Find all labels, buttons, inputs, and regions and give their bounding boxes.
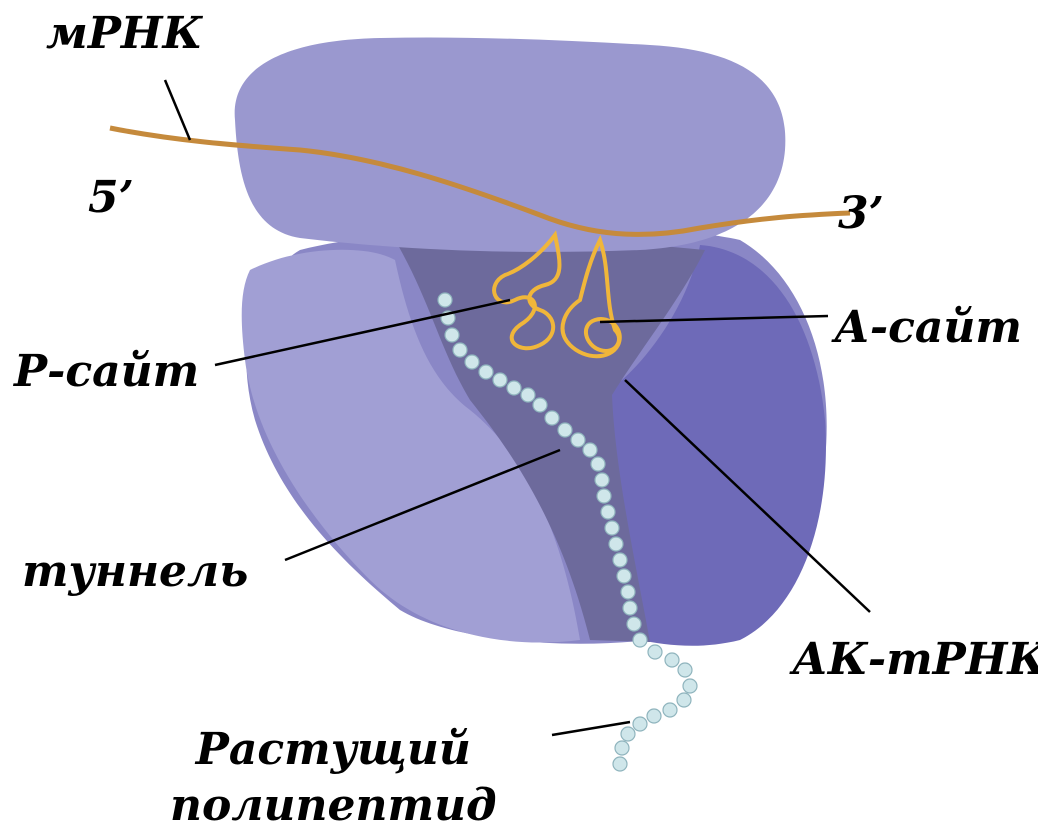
amino-acid-bead [678, 663, 692, 677]
amino-acid-bead [601, 505, 615, 519]
amino-acid-bead [533, 398, 547, 412]
mrna-label: мРНК [40, 10, 209, 58]
amino-acid-bead [507, 381, 521, 395]
polypeptide-label-line2: полипептид [170, 778, 497, 834]
three-prime-label: 3’ [838, 192, 884, 236]
polypeptide-label-line1: Растущий [170, 722, 497, 778]
leader-polypeptide [552, 722, 630, 735]
amino-acid-bead [617, 569, 631, 583]
amino-acid-bead [648, 645, 662, 659]
amino-acid-bead [605, 521, 619, 535]
amino-acid-bead [665, 653, 679, 667]
amino-acid-bead [623, 601, 637, 615]
amino-acid-bead [545, 411, 559, 425]
amino-acid-bead [453, 343, 467, 357]
amino-acid-bead [571, 433, 585, 447]
amino-acid-bead [445, 328, 459, 342]
polypeptide-label: Растущий полипептид [170, 722, 497, 834]
a-site-label: А-сайт [828, 304, 1028, 352]
amino-acid-bead [613, 757, 627, 771]
amino-acid-bead [597, 489, 611, 503]
amino-acid-bead [613, 553, 627, 567]
p-site-label: Р-сайт [14, 350, 199, 394]
amino-acid-bead [609, 537, 623, 551]
amino-acid-bead [677, 693, 691, 707]
amino-acid-bead [621, 585, 635, 599]
amino-acid-bead [633, 717, 647, 731]
amino-acid-bead [663, 703, 677, 717]
amino-acid-bead [558, 423, 572, 437]
leader-mrna [165, 80, 190, 140]
amino-acid-bead [627, 617, 641, 631]
amino-acid-bead [438, 293, 452, 307]
amino-acid-bead [621, 727, 635, 741]
amino-acid-bead [647, 709, 661, 723]
ak-trna-label: АК-тРНК [792, 638, 1038, 682]
amino-acid-bead [615, 741, 629, 755]
amino-acid-bead [583, 443, 597, 457]
amino-acid-bead [591, 457, 605, 471]
amino-acid-bead [479, 365, 493, 379]
five-prime-label: 5’ [88, 176, 134, 220]
tunnel-label: туннель [22, 550, 248, 594]
amino-acid-bead [633, 633, 647, 647]
amino-acid-bead [521, 388, 535, 402]
amino-acid-bead [595, 473, 609, 487]
amino-acid-bead [465, 355, 479, 369]
amino-acid-bead [683, 679, 697, 693]
small-subunit [235, 37, 786, 251]
amino-acid-bead [493, 373, 507, 387]
